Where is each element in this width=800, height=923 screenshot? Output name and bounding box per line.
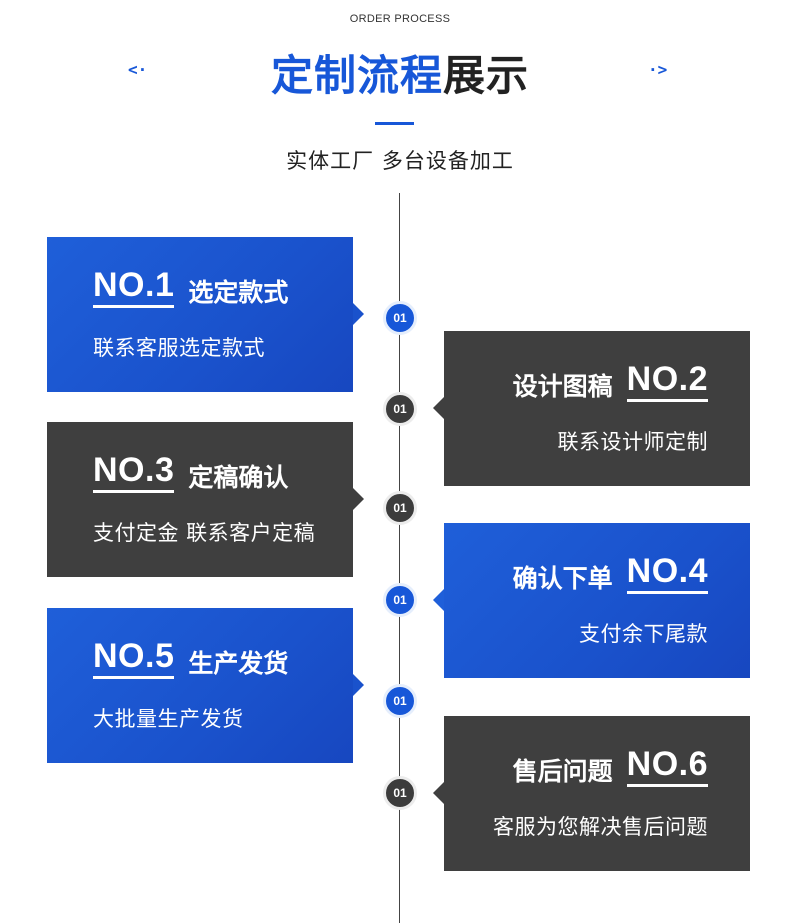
step-description: 大批量生产发货: [93, 707, 244, 731]
step-card-5: NO.5 生产发货 大批量生产发货: [47, 608, 364, 763]
timeline-dot-6: 01: [383, 776, 417, 810]
step-heading: NO.3 定稿确认: [93, 452, 288, 493]
step-description: 支付余下尾款: [579, 622, 708, 646]
step-number: NO.1: [93, 267, 175, 308]
card-pointer: [433, 589, 444, 611]
card-pointer: [433, 397, 444, 419]
step-card-2: 设计图稿 NO.2 联系设计师定制: [433, 331, 750, 486]
step-title: 售后问题: [512, 757, 613, 786]
timeline-dot-5: 01: [383, 684, 417, 718]
step-heading: 确认下单 NO.4: [513, 553, 708, 594]
step-number: NO.5: [93, 638, 175, 679]
step-number: NO.2: [626, 361, 708, 402]
timeline-line: [399, 193, 400, 923]
step-description: 联系设计师定制: [557, 430, 708, 454]
right-arrow-icon: ·>: [648, 60, 668, 79]
step-title: 设计图稿: [512, 372, 613, 401]
timeline-dot-1: 01: [383, 301, 417, 335]
page-title: 定制流程展示: [0, 46, 800, 106]
timeline-dot-2: 01: [383, 392, 417, 426]
step-number: NO.4: [626, 553, 708, 594]
card-pointer: [353, 303, 364, 325]
step-card-4: 确认下单 NO.4 支付余下尾款: [433, 523, 750, 678]
timeline-dot-3: 01: [383, 491, 417, 525]
step-description: 客服为您解决售后问题: [493, 815, 708, 839]
step-description: 联系客服选定款式: [93, 336, 265, 360]
title-highlight: 定制流程: [270, 51, 443, 100]
page-subtitle: 实体工厂 多台设备加工: [286, 149, 514, 173]
step-card-6: 售后问题 NO.6 客服为您解决售后问题: [433, 716, 750, 871]
step-number: NO.6: [626, 746, 708, 787]
step-title: 定稿确认: [188, 463, 289, 492]
step-title: 确认下单: [512, 564, 613, 593]
left-arrow-icon: <·: [128, 60, 148, 79]
step-title: 生产发货: [188, 649, 289, 678]
step-description: 支付定金 联系客户定稿: [93, 521, 316, 545]
header-eyebrow: ORDER PROCESS: [349, 13, 451, 25]
step-heading: 设计图稿 NO.2: [513, 361, 708, 402]
timeline-dot-4: 01: [383, 583, 417, 617]
step-number: NO.3: [93, 452, 175, 493]
step-card-1: NO.1 选定款式 联系客服选定款式: [47, 237, 364, 392]
card-pointer: [433, 782, 444, 804]
card-pointer: [353, 488, 364, 510]
step-heading: NO.5 生产发货: [93, 638, 288, 679]
title-underline: [375, 122, 414, 125]
step-heading: 售后问题 NO.6: [513, 746, 708, 787]
step-title: 选定款式: [188, 278, 289, 307]
title-rest: 展示: [443, 51, 530, 100]
step-heading: NO.1 选定款式: [93, 267, 288, 308]
step-card-3: NO.3 定稿确认 支付定金 联系客户定稿: [47, 422, 364, 577]
card-pointer: [353, 674, 364, 696]
